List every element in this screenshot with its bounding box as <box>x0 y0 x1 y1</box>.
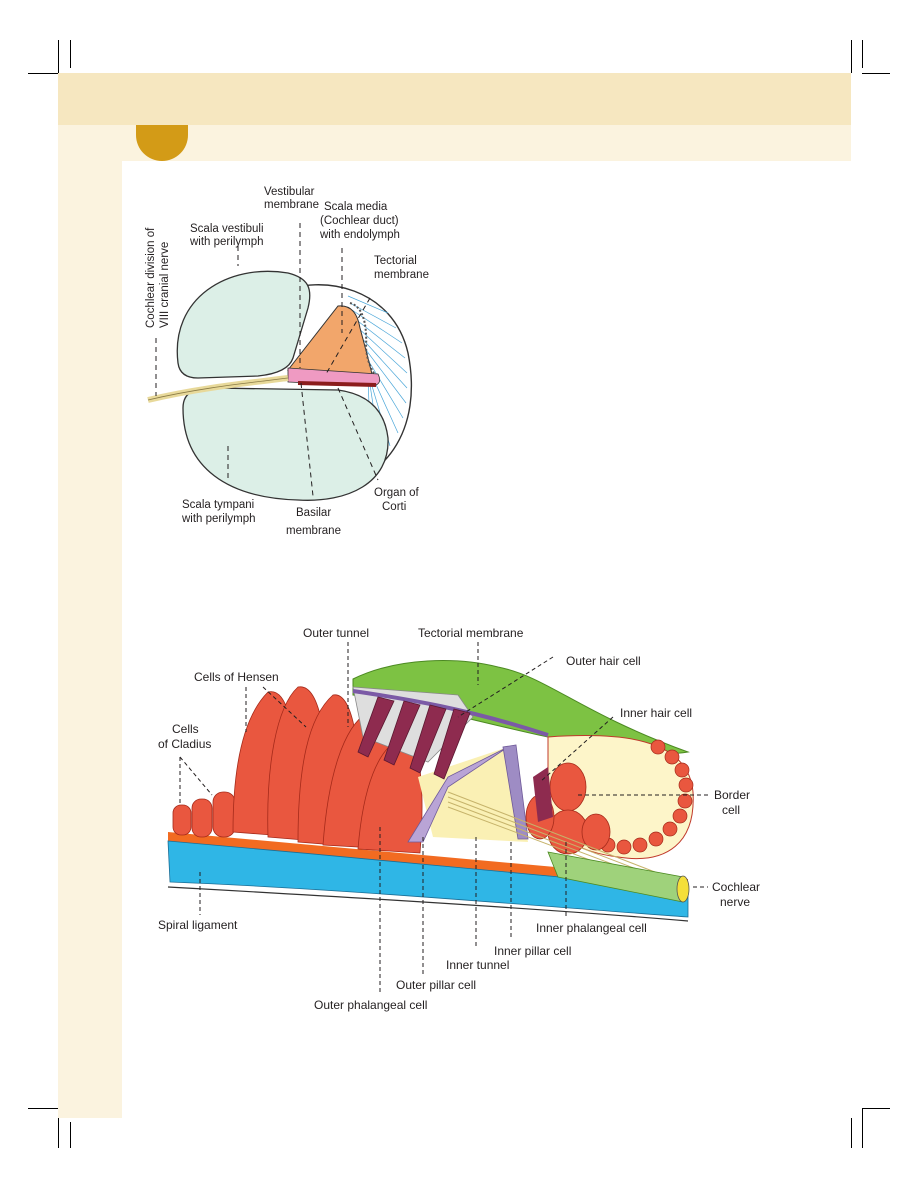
label-organ-of-corti-2: Corti <box>382 501 406 513</box>
crop-mark <box>58 1118 59 1148</box>
label-vestibular-membrane: Vestibular <box>264 186 315 198</box>
label-basilar-membrane-2: membrane <box>286 525 341 537</box>
label-tectorial-membrane-2: membrane <box>374 269 429 281</box>
crop-mark <box>70 40 71 68</box>
label-border-cell: Border <box>714 788 750 802</box>
label-tectorial-membrane: Tectorial membrane <box>418 626 524 640</box>
label-cells-of-hensen: Cells of Hensen <box>194 670 279 684</box>
label-inner-phalangeal-cell: Inner phalangeal cell <box>536 921 647 935</box>
label-basilar-membrane: Basilar <box>296 507 331 519</box>
label-spiral-ligament: Spiral ligament <box>158 918 238 932</box>
crop-mark <box>862 40 863 68</box>
label-outer-phalangeal-cell: Outer phalangeal cell <box>314 998 427 1012</box>
label-scala-media-2: (Cochlear duct) <box>320 215 399 227</box>
organ-of-corti-figure: Outer tunnel Tectorial membrane Outer ha… <box>148 617 768 1019</box>
label-scala-media-3: with endolymph <box>319 229 400 241</box>
label-cells-of-cladius-2: of Cladius <box>158 737 211 751</box>
label-tectorial-membrane: Tectorial <box>374 255 417 267</box>
crop-mark <box>862 73 890 74</box>
cochlea-cross-section-figure: Cochlear division of VIII cranial nerve … <box>138 178 446 546</box>
crop-mark <box>58 40 59 73</box>
label-scala-vestibuli: Scala vestibuli <box>190 223 264 235</box>
subheader-band <box>58 125 851 161</box>
label-inner-hair-cell: Inner hair cell <box>620 706 692 720</box>
label-border-cell-2: cell <box>722 803 740 817</box>
label-organ-of-corti: Organ of <box>374 487 420 499</box>
label-vestibular-membrane-2: membrane <box>264 199 319 211</box>
label-cells-of-cladius: Cells <box>172 722 199 736</box>
label-outer-pillar-cell: Outer pillar cell <box>396 978 476 992</box>
crop-mark <box>851 1118 852 1148</box>
header-band <box>58 73 851 125</box>
crop-mark <box>28 73 58 74</box>
label-outer-hair-cell: Outer hair cell <box>566 654 641 668</box>
label-scala-tympani-2: with perilymph <box>181 513 256 525</box>
label-scala-vestibuli-2: with perilymph <box>189 236 264 248</box>
margin-column <box>58 161 122 1118</box>
crop-mark <box>28 1108 58 1109</box>
crop-mark <box>862 1108 890 1109</box>
label-inner-tunnel: Inner tunnel <box>446 958 509 972</box>
label-inner-pillar-cell: Inner pillar cell <box>494 944 571 958</box>
label-cochlear-nerve: Cochlear <box>712 880 760 894</box>
crop-mark <box>70 1122 71 1148</box>
label-scala-media: Scala media <box>324 201 388 213</box>
label-cochlear-division-2: VIII cranial nerve <box>159 242 171 328</box>
label-outer-tunnel: Outer tunnel <box>303 626 369 640</box>
crop-mark <box>862 1108 863 1148</box>
label-scala-tympani: Scala tympani <box>182 499 254 511</box>
label-cochlear-nerve-2: nerve <box>720 895 750 909</box>
label-cochlear-division: Cochlear division of <box>145 227 157 328</box>
crop-mark <box>851 40 852 73</box>
